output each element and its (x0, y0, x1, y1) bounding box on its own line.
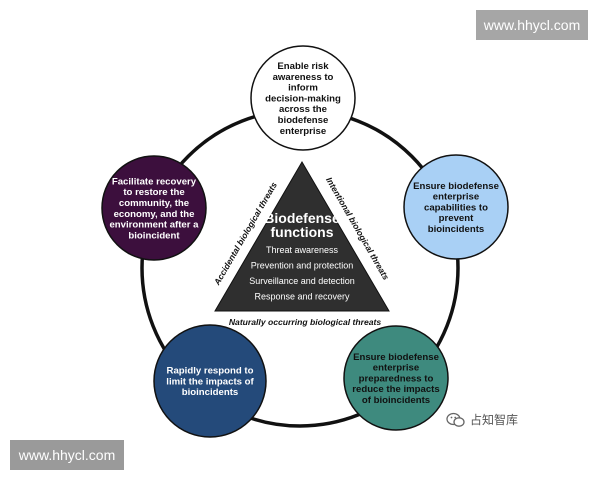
function-node-text-line: environment after a (109, 220, 199, 231)
function-node-text-line: Ensure biodefense (353, 352, 439, 363)
function-node-circle (153, 324, 267, 438)
wechat-watermark: 占知智库 (446, 411, 518, 428)
function-node-text-line: capabilities to (424, 202, 488, 213)
function-node-text-line: limit the impacts of (166, 376, 254, 387)
function-node-text-line: Facilitate recovery (112, 176, 197, 187)
function-node-circle (343, 325, 449, 431)
function-node-circle (101, 155, 207, 261)
function-node-text-line: enterprise (373, 363, 419, 374)
center-triangle (214, 161, 390, 312)
function-node-text-line: bioincidents (182, 387, 239, 398)
center-function-item: Prevention and protection (251, 261, 354, 271)
function-node-text-line: prevent (439, 213, 474, 224)
wechat-label: 占知智库 (470, 413, 519, 427)
function-node-text-line: economy, and the (114, 209, 195, 220)
wechat-icon (446, 412, 465, 427)
center-title-line: functions (271, 224, 334, 240)
function-node-text-line: awareness to (273, 72, 334, 83)
function-node-circle (403, 154, 509, 260)
function-node-text-line: decision-making (265, 93, 341, 104)
function-node-text-line: Rapidly respond to (167, 366, 254, 377)
function-node-text-line: preparedness to (359, 373, 434, 384)
center-function-item: Threat awareness (266, 245, 339, 255)
function-node-text-line: across the (279, 104, 327, 115)
watermark-bottom: www.hhycl.com (10, 440, 124, 470)
function-node-text-line: to restore the (123, 187, 184, 198)
threat-label-bottom: Naturally occurring biological threats (229, 317, 382, 327)
center-title-line: Biodefense (264, 210, 340, 226)
function-node-bottom-right: Ensure biodefenseenterprisepreparedness … (343, 325, 449, 431)
function-node-text-line: community, the (119, 198, 189, 209)
function-node-text-line: enterprise (433, 192, 479, 203)
function-node-right: Ensure biodefenseenterprisecapabilities … (403, 154, 509, 260)
center-function-item: Surveillance and detection (249, 276, 355, 286)
function-node-text-line: Enable risk (277, 61, 329, 72)
function-node-text-line: bioincident (128, 230, 180, 241)
function-node-text-line: inform (288, 83, 318, 94)
center-function-item: Response and recovery (254, 292, 350, 302)
function-node-text-line: biodefense (278, 115, 329, 126)
function-node-text-line: of bioincidents (362, 395, 430, 406)
function-node-text-line: Ensure biodefense (413, 181, 499, 192)
function-node-text-line: reduce the impacts (352, 384, 439, 395)
function-node-circle (250, 45, 356, 151)
watermark-top: www.hhycl.com (476, 10, 588, 40)
function-node-text-line: bioincidents (428, 224, 485, 235)
function-node-text-line: enterprise (280, 126, 326, 137)
